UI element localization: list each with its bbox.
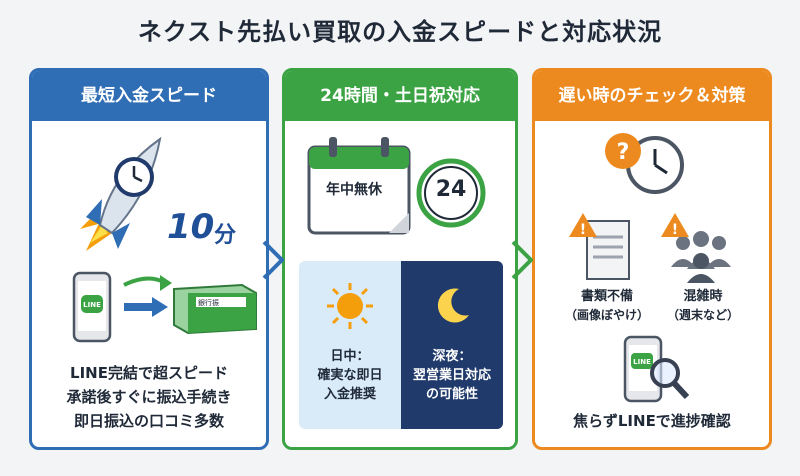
night-title: 深夜： xyxy=(432,349,472,364)
phone-line-icon: LINE xyxy=(72,271,112,343)
bank-label: 銀行振 xyxy=(198,299,219,307)
sun-icon xyxy=(327,283,373,329)
clock-24-icon xyxy=(416,158,486,228)
panel-24h: 24時間・土日祝対応 年中無休 24 日中： 確実な即日 入金推奨 xyxy=(282,68,518,450)
svg-text:LINE: LINE xyxy=(83,301,101,309)
panel-speed: 最短入金スピード 10 分 LINE 銀行振 LINE完結で超スピード 承諾後す xyxy=(29,68,269,450)
transfer-arrow-icon xyxy=(123,275,172,317)
panel-speed-header: 最短入金スピード xyxy=(32,71,266,121)
magnifier-phone-icon: LINE xyxy=(623,335,690,403)
panel1-line-2: 承諾後すぐに振込手続き xyxy=(66,388,232,406)
panel-check: 遅い時のチェック＆対策 ? ! 書類不備 （画像ぼやけ） ! 混雑時 （週末など… xyxy=(532,68,772,450)
warning-document-icon: ! xyxy=(569,213,630,280)
item1-caption: 書類不備 （画像ぼやけ） xyxy=(555,287,659,325)
night-line-2: の可能性 xyxy=(425,387,478,402)
svg-text:!: ! xyxy=(580,222,586,238)
svg-text:?: ? xyxy=(617,140,630,165)
flow-arrow-1 xyxy=(262,240,284,280)
day-line-2: 入金推奨 xyxy=(323,387,376,402)
svg-text:!: ! xyxy=(672,222,678,238)
speed-value: 10 xyxy=(167,207,215,247)
item2-caption: 混雑時 （週末など） xyxy=(651,287,755,325)
night-line-1: 翌営業日対応 xyxy=(412,368,491,383)
day-box: 日中： 確実な即日 入金推奨 xyxy=(299,261,401,429)
day-line-1: 確実な即日 xyxy=(317,368,383,383)
panel-check-header: 遅い時のチェック＆対策 xyxy=(535,71,769,121)
clock-24-label: 24 xyxy=(435,177,467,202)
item2-title: 混雑時 xyxy=(683,289,723,304)
bankbook-icon xyxy=(173,283,257,335)
flow-arrow-2 xyxy=(511,240,533,280)
item1-sub: （画像ぼやけ） xyxy=(564,308,649,322)
calendar-label: 年中無休 xyxy=(326,182,382,198)
question-clock-icon: ? xyxy=(605,133,684,194)
item1-title: 書類不備 xyxy=(580,289,633,304)
moon-icon xyxy=(437,288,469,323)
speed-unit: 分 xyxy=(214,223,237,248)
bottom-line: 焦らずLINEで進捗確認 xyxy=(573,412,731,430)
night-box: 深夜： 翌営業日対応 の可能性 xyxy=(401,261,503,429)
item2-sub: （週末など） xyxy=(666,308,739,322)
rocket-icon xyxy=(80,136,162,251)
panel1-line-1: LINE完結で超スピード xyxy=(70,364,228,382)
warning-crowd-icon: ! xyxy=(661,213,731,283)
svg-text:LINE: LINE xyxy=(633,358,651,366)
page-title: ネクスト先払い買取の入金スピードと対応状況 xyxy=(137,18,663,46)
panel-24h-header: 24時間・土日祝対応 xyxy=(285,71,515,121)
day-title: 日中： xyxy=(330,349,370,364)
calendar-icon xyxy=(307,137,411,235)
panel1-line-3: 即日振込の口コミ多数 xyxy=(73,412,224,430)
